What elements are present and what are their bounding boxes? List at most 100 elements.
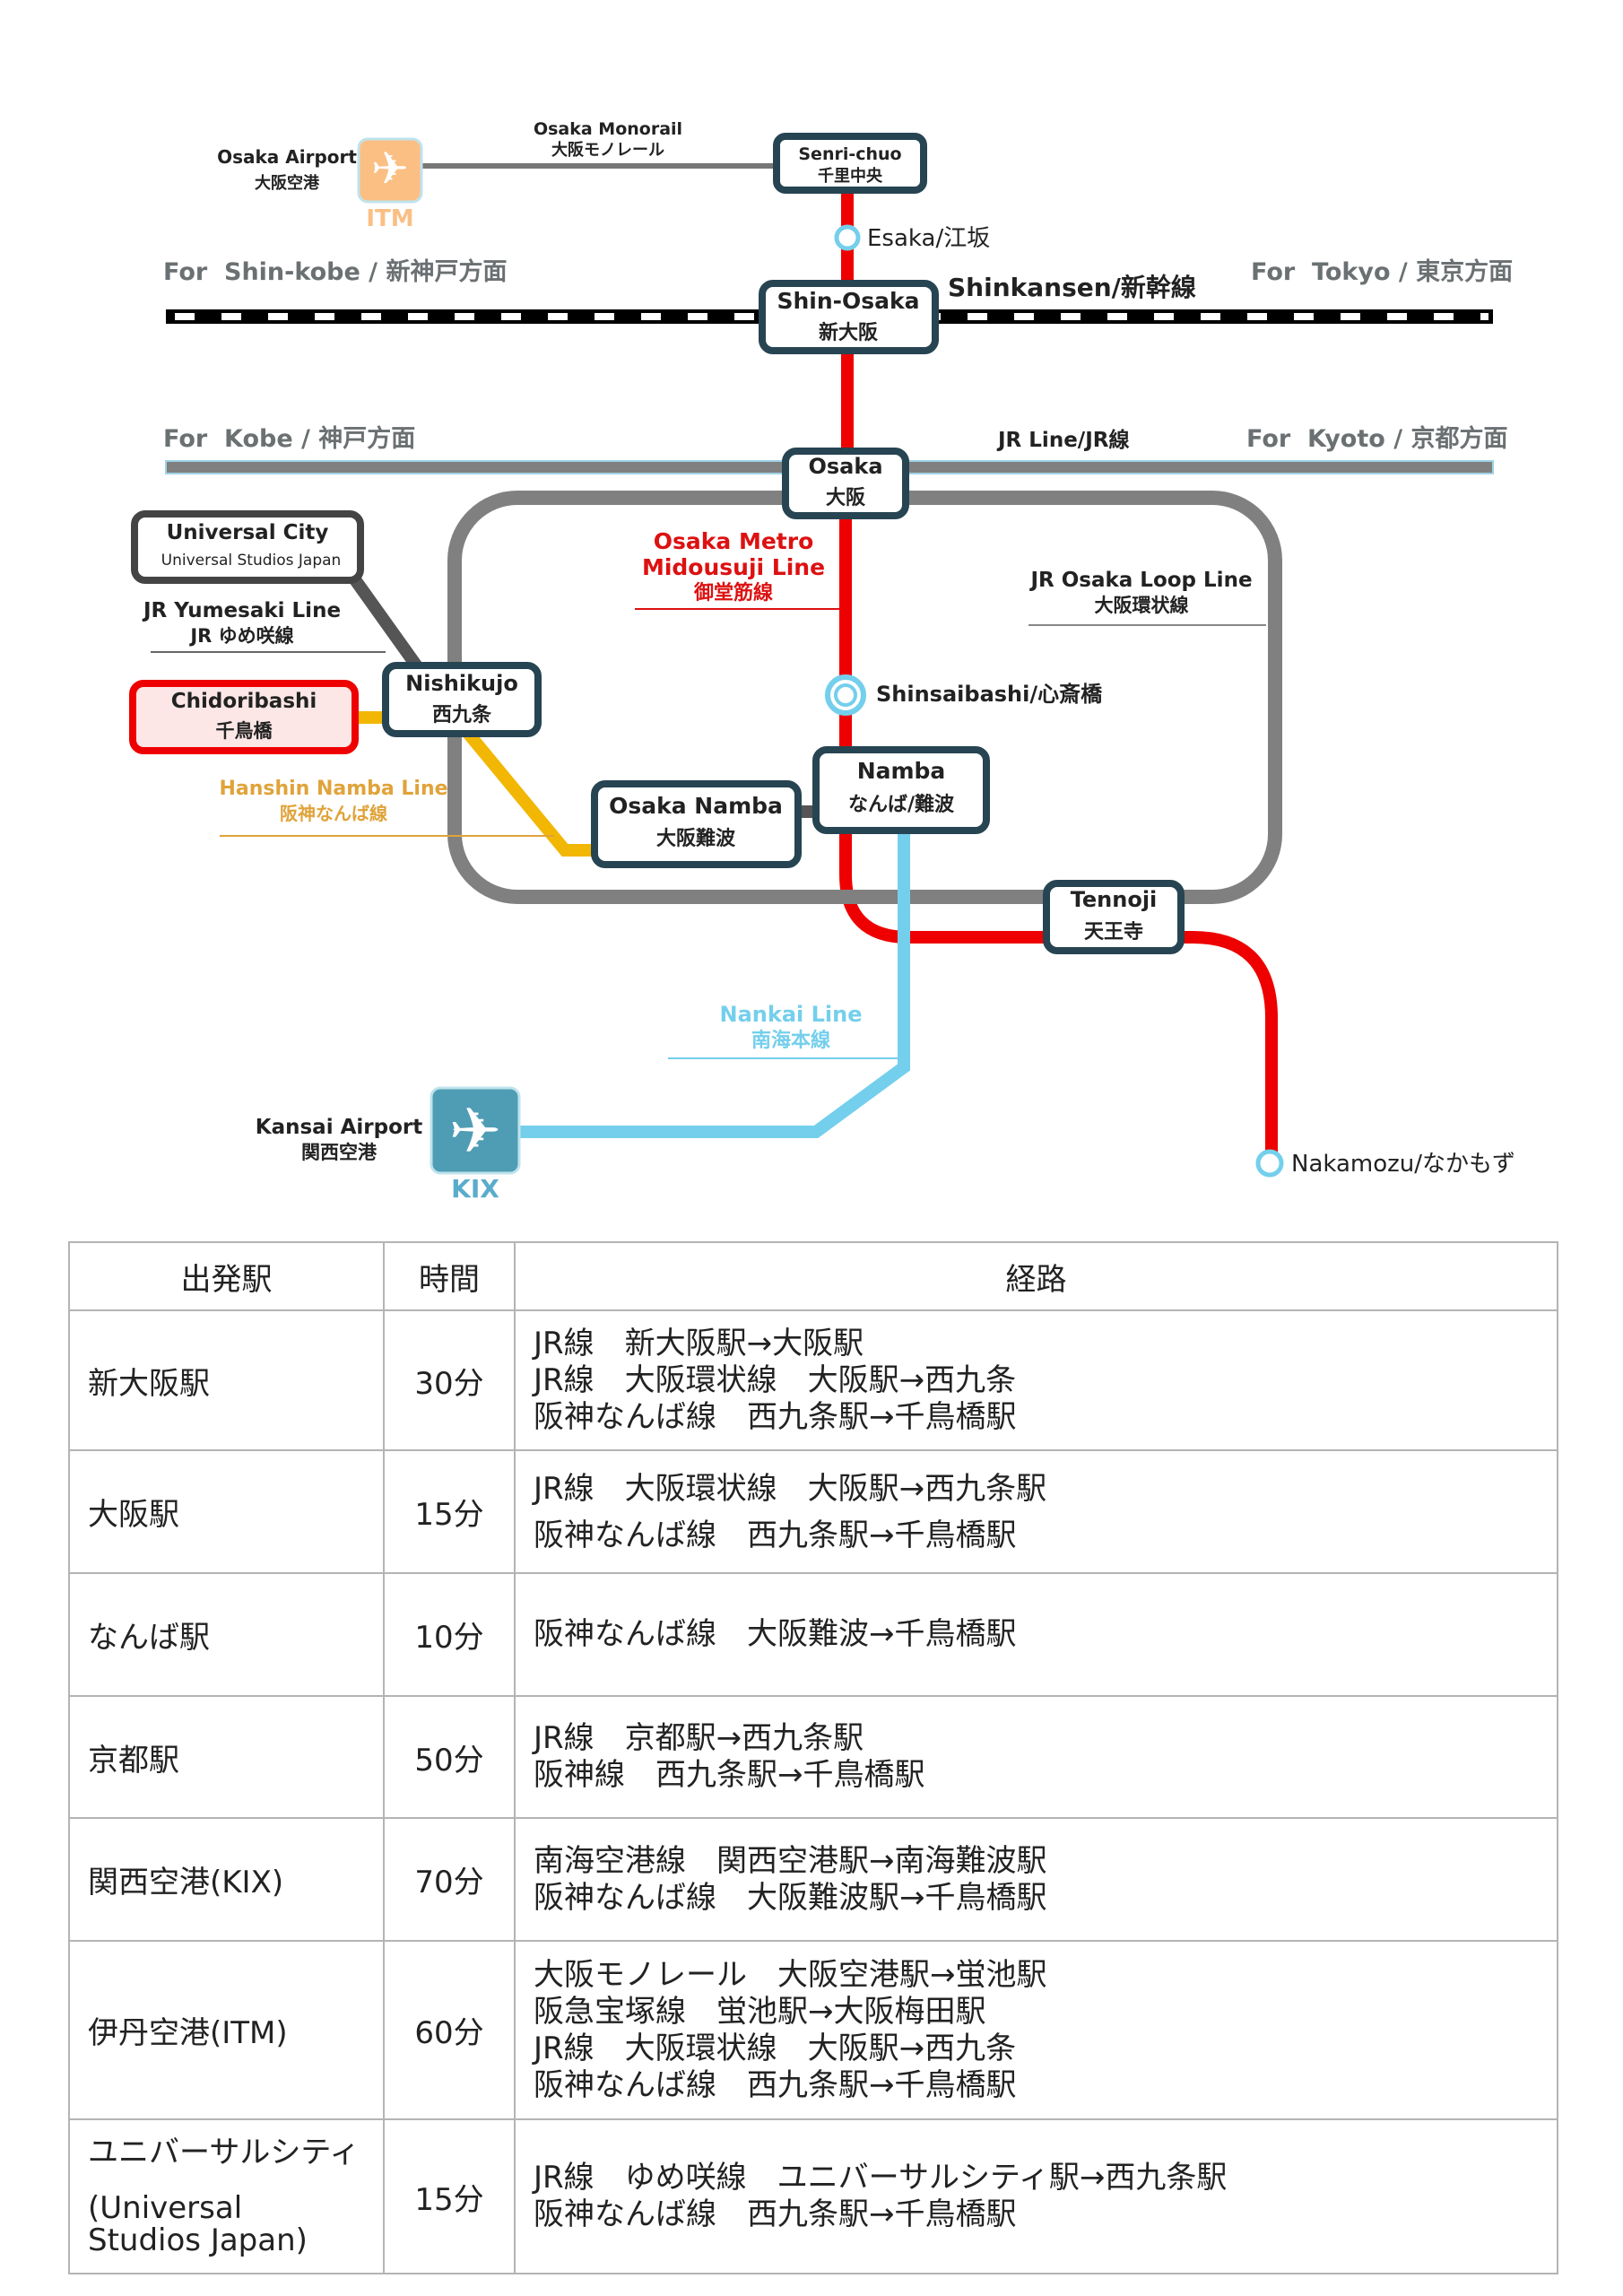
header-station: 出発駅: [68, 1241, 385, 1311]
for-tokyo-label: For Tokyo / 東京方面: [1251, 257, 1513, 286]
row-time: 60分: [383, 1940, 516, 2120]
for-kyoto-label: For Kyoto / 京都方面: [1246, 424, 1507, 453]
svg-text:✈: ✈: [371, 143, 409, 195]
route-line: JR線 大阪環状線 大阪駅→西九条駅: [534, 1470, 1047, 1507]
route-line: 南海空港線 関西空港駅→南海難波駅: [534, 1842, 1047, 1879]
row-station: 関西空港(KIX): [68, 1817, 385, 1942]
yumesaki-line-ja: JR ゆめ咲線: [188, 625, 293, 647]
nishikujo-en: Nishikujo: [405, 671, 518, 696]
table-row: 関西空港(KIX) 70分 南海空港線 関西空港駅→南海難波駅 阪神なんば線 大…: [68, 1817, 1558, 1942]
chidoribashi-en: Chidoribashi: [171, 690, 317, 713]
shinsaibashi-label: Shinsaibashi/心斎橋: [876, 682, 1103, 707]
kansai-airport-en: Kansai Airport: [256, 1116, 422, 1139]
shinkansen-label: Shinkansen/新幹線: [948, 273, 1196, 302]
tennoji-ja: 天王寺: [1084, 921, 1143, 944]
station-esaka[interactable]: [834, 224, 861, 251]
namba-en: Namba: [857, 758, 946, 784]
row-station: なんば駅: [68, 1572, 385, 1697]
route-line: 阪神なんば線 大阪難波駅→千鳥橋駅: [534, 1879, 1047, 1916]
yumesaki-line-en: JR Yumesaki Line: [142, 599, 341, 622]
tennoji-en: Tennoji: [1071, 887, 1158, 912]
midousuji-ja: 御堂筋線: [693, 581, 773, 604]
jr-line-label: JR Line/JR線: [996, 428, 1129, 452]
route-map: ✈ ITM Osaka Airport 大阪空港 Osaka Monorail …: [129, 119, 1515, 1204]
route-line: 阪神なんば線 西九条駅→千鳥橋駅: [534, 1517, 1017, 1553]
table-row: 京都駅 50分 JR線 京都駅→西九条駅 阪神線 西九条駅→千鳥橋駅: [68, 1695, 1558, 1819]
osaka-namba-ja: 大阪難波: [656, 827, 736, 850]
for-shinkobe-label: For Shin-kobe / 新神戸方面: [163, 257, 507, 286]
chidoribashi-ja: 千鳥橋: [216, 720, 273, 742]
row-route: 大阪モノレール 大阪空港駅→蛍池駅 阪急宝塚線 蛍池駅→大阪梅田駅 JR線 大阪…: [514, 1940, 1558, 2120]
hanshin-line-ja: 阪神なんば線: [280, 803, 387, 824]
station-senri-chuo[interactable]: [773, 133, 927, 194]
row-station-en: (Universal Studios Japan): [88, 2190, 308, 2258]
station-nishikujo[interactable]: [382, 662, 542, 737]
row-time: 10分: [383, 1572, 516, 1697]
loop-line-en: JR Osaka Loop Line: [1028, 569, 1252, 592]
route-line: 大阪モノレール 大阪空港駅→蛍池駅: [534, 1956, 1047, 1993]
route-line: 阪神なんば線 西九条駅→千鳥橋駅: [534, 2196, 1017, 2232]
kix-airport-icon: ✈: [430, 1086, 521, 1175]
row-station: 伊丹空港(ITM): [68, 1940, 385, 2120]
route-line: 阪神線 西九条駅→千鳥橋駅: [534, 1757, 925, 1793]
universal-city-en: Universal City: [167, 521, 329, 544]
station-shinsaibashi[interactable]: [825, 674, 866, 716]
row-time: 15分: [383, 1449, 516, 1574]
senri-chuo-en: Senri-chuo: [798, 144, 901, 164]
row-time: 70分: [383, 1817, 516, 1942]
osaka-airport-en: Osaka Airport: [217, 146, 357, 168]
row-route: JR線 大阪環状線 大阪駅→西九条駅 阪神なんば線 西九条駅→千鳥橋駅: [514, 1449, 1558, 1574]
station-shin-osaka[interactable]: [759, 280, 939, 354]
nishikujo-ja: 西九条: [432, 703, 492, 726]
midousuji-line-south: [839, 825, 1278, 1161]
header-time: 時間: [383, 1241, 516, 1311]
route-line: JR線 大阪環状線 大阪駅→西九条: [534, 2030, 1017, 2066]
station-nakamozu[interactable]: [1255, 1149, 1284, 1178]
loop-line-ja: 大阪環状線: [1095, 595, 1189, 616]
station-osaka-namba[interactable]: [591, 780, 802, 868]
midousuji-en1: Osaka Metro: [654, 528, 814, 554]
station-universal-city[interactable]: [131, 510, 364, 584]
table-row: 大阪駅 15分 JR線 大阪環状線 大阪駅→西九条駅 阪神なんば線 西九条駅→千…: [68, 1449, 1558, 1574]
yumesaki-line: [349, 574, 427, 677]
station-chidoribashi[interactable]: [129, 680, 359, 754]
universal-city-sub: Universal Studios Japan: [161, 552, 342, 570]
svg-text:✈: ✈: [449, 1094, 502, 1168]
row-station: ユニバーサルシティ (Universal Studios Japan): [68, 2118, 385, 2274]
row-route: 南海空港線 関西空港駅→南海難波駅 阪神なんば線 大阪難波駅→千鳥橋駅: [514, 1817, 1558, 1942]
station-osaka[interactable]: [782, 448, 909, 519]
row-time: 30分: [383, 1309, 516, 1451]
shinsaibashi-inner-ring: [834, 683, 857, 707]
itm-airport-icon: ✈: [357, 137, 423, 204]
monorail-ja: 大阪モノレール: [551, 140, 664, 160]
nankai-line-en: Nankai Line: [720, 1002, 863, 1027]
table-header-row: 出発駅 時間 経路: [68, 1241, 1558, 1311]
osaka-namba-en: Osaka Namba: [609, 793, 783, 819]
header-route: 経路: [514, 1241, 1558, 1311]
row-route: JR線 ゆめ咲線 ユニバーサルシティ駅→西九条駅 阪神なんば線 西九条駅→千鳥橋…: [514, 2118, 1558, 2274]
station-tennoji[interactable]: [1043, 880, 1185, 954]
nankai-line: [520, 825, 910, 1138]
esaka-label: Esaka/江坂: [867, 225, 990, 252]
nakamozu-label: Nakamozu/なかもず: [1291, 1151, 1515, 1178]
row-time: 15分: [383, 2118, 516, 2274]
route-line: JR線 ゆめ咲線 ユニバーサルシティ駅→西九条駅: [534, 2160, 1228, 2196]
shin-osaka-en: Shin-Osaka: [777, 288, 919, 314]
nankai-line-ja: 南海本線: [751, 1029, 830, 1052]
osaka-airport-ja: 大阪空港: [255, 173, 320, 193]
route-line: JR線 新大阪駅→大阪駅: [534, 1325, 864, 1361]
table-row: ユニバーサルシティ (Universal Studios Japan) 15分 …: [68, 2118, 1558, 2274]
midousuji-en2: Midousuji Line: [642, 554, 825, 580]
route-line: 阪急宝塚線 蛍池駅→大阪梅田駅: [534, 1993, 986, 2030]
row-time: 50分: [383, 1695, 516, 1819]
row-station: 京都駅: [68, 1695, 385, 1819]
route-line: 阪神なんば線 西九条駅→千鳥橋駅: [534, 2066, 1017, 2103]
table-row: 新大阪駅 30分 JR線 新大阪駅→大阪駅 JR線 大阪環状線 大阪駅→西九条 …: [68, 1309, 1558, 1451]
hanshin-line-en: Hanshin Namba Line: [219, 778, 447, 800]
station-namba[interactable]: [812, 746, 990, 834]
for-kobe-label: For Kobe / 神戸方面: [163, 424, 415, 453]
shin-osaka-ja: 新大阪: [819, 321, 878, 344]
itm-code: ITM: [366, 205, 413, 232]
namba-ja: なんば/難波: [848, 793, 955, 816]
row-station: 新大阪駅: [68, 1309, 385, 1451]
